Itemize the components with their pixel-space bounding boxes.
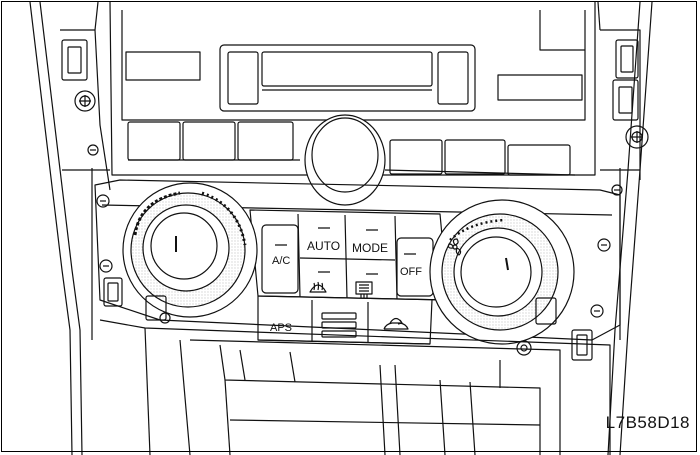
bottom-button-row [257, 296, 433, 345]
figure-code: L7B58D18 [605, 413, 690, 432]
rear-defrost-icon [355, 281, 373, 298]
screw-icon [74, 90, 649, 356]
recirculation-icon [383, 317, 409, 330]
temperature-knob-left [122, 182, 258, 318]
panel-tabs [103, 277, 593, 361]
fan-speed-knob-right [429, 199, 575, 345]
side-slots [61, 39, 639, 121]
auto-button-label: AUTO [307, 239, 340, 253]
storage-compartment [99, 319, 611, 455]
front-defrost-icon [309, 281, 327, 293]
off-button-label: OFF [400, 266, 422, 278]
aps-button-label: APS [270, 322, 292, 334]
fan-icon [447, 238, 462, 256]
volume-knob [304, 114, 386, 206]
radio-unit [109, 1, 596, 206]
mode-button-label: MODE [352, 241, 388, 255]
ac-button-label: A/C [272, 255, 290, 267]
